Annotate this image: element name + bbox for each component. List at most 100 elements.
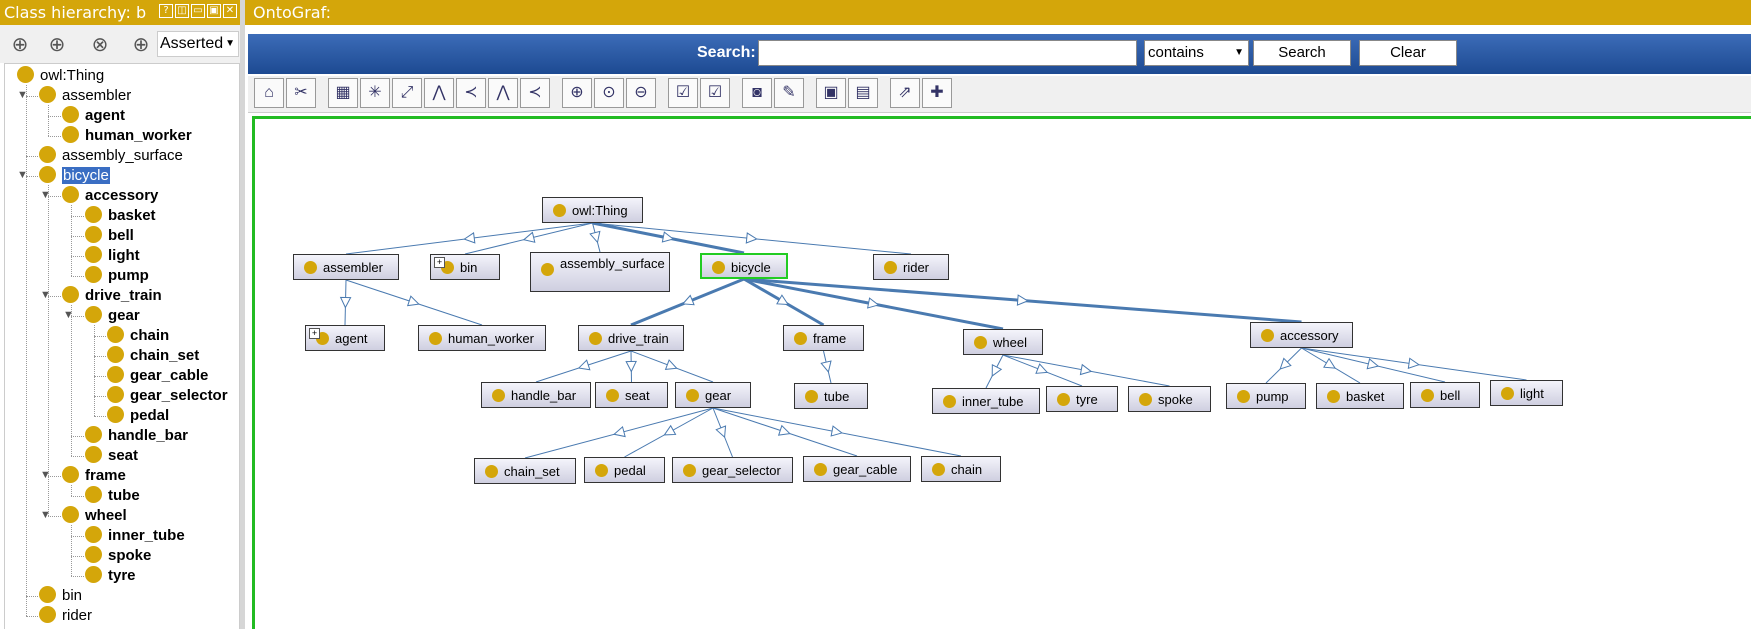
asserted-select[interactable]: Asserted ▼ <box>157 31 239 57</box>
help-icon[interactable]: ? <box>159 4 173 18</box>
tree-node[interactable]: chain <box>107 326 169 346</box>
expand-toggle-icon[interactable]: ▼ <box>63 309 74 321</box>
grid-layout-icon[interactable]: ▦ <box>328 78 358 108</box>
tree-node[interactable]: wheel <box>62 506 127 526</box>
filter-nodes-icon[interactable]: ☑ <box>668 78 698 108</box>
tree-down-layout-icon[interactable]: ⋀ <box>424 78 454 108</box>
spring-layout-icon[interactable]: ⤢ <box>392 78 422 108</box>
tree-node[interactable]: drive_train <box>62 286 162 306</box>
camera-icon[interactable]: ◙ <box>742 78 772 108</box>
graph-node[interactable]: seat <box>595 382 668 408</box>
tree-node[interactable]: chain_set <box>107 346 199 366</box>
graph-node[interactable]: +bin <box>430 254 500 280</box>
graph-node[interactable]: gear <box>675 382 751 408</box>
graph-node[interactable]: chain_set <box>474 458 576 484</box>
expand-toggle-icon[interactable]: ▼ <box>40 289 51 301</box>
horizontal-tree-layout-icon[interactable]: ≺ <box>520 78 550 108</box>
graph-node[interactable]: pedal <box>584 457 665 483</box>
home-icon[interactable]: ⌂ <box>254 78 284 108</box>
zoom-out-icon[interactable]: ⊖ <box>626 78 656 108</box>
tree-node[interactable]: gear <box>85 306 140 326</box>
graph-node[interactable]: owl:Thing <box>542 197 643 223</box>
tree-node[interactable]: bell <box>85 226 134 246</box>
tree-left-layout-icon[interactable]: ≺ <box>456 78 486 108</box>
graph-node[interactable]: basket <box>1316 383 1404 409</box>
graph-node[interactable]: accessory <box>1250 322 1353 348</box>
tree-node[interactable]: gear_selector <box>107 386 228 406</box>
delete-class-icon[interactable]: ⊗ <box>91 34 109 56</box>
graph-node[interactable]: light <box>1490 380 1563 406</box>
graph-node[interactable]: pump <box>1226 383 1306 409</box>
expand-toggle-icon[interactable]: ▼ <box>40 509 51 521</box>
tree-node[interactable]: tube <box>85 486 140 506</box>
tree-node[interactable]: assembly_surface <box>39 146 183 166</box>
search-button[interactable]: Search <box>1253 40 1351 66</box>
minimize-icon[interactable]: ▭ <box>191 4 205 18</box>
tree-node[interactable]: frame <box>62 466 126 486</box>
graph-node[interactable]: tyre <box>1046 386 1118 412</box>
graph-node[interactable]: chain <box>921 456 1001 482</box>
maximize-icon[interactable]: ▣ <box>207 4 221 18</box>
graph-node[interactable]: inner_tube <box>932 388 1040 414</box>
filter-arcs-icon[interactable]: ☑ <box>700 78 730 108</box>
split-icon[interactable]: ◫ <box>175 4 189 18</box>
tree-node[interactable]: pump <box>85 266 149 286</box>
graph-node[interactable]: frame <box>783 325 864 351</box>
graph-node[interactable]: wheel <box>963 329 1043 355</box>
graph-node[interactable]: gear_selector <box>672 457 793 483</box>
graph-node[interactable]: +agent <box>305 325 385 351</box>
tree-node[interactable]: gear_cable <box>107 366 208 386</box>
panel-divider[interactable] <box>240 0 245 629</box>
export-icon[interactable]: ⇗ <box>890 78 920 108</box>
open-folder-icon[interactable]: ▤ <box>848 78 878 108</box>
tree-node[interactable]: owl:Thing <box>17 66 104 86</box>
graph-node[interactable]: rider <box>873 254 949 280</box>
expand-plus-icon[interactable]: + <box>434 257 445 268</box>
tree-node[interactable]: light <box>85 246 140 266</box>
tree-node[interactable]: bin <box>39 586 82 606</box>
expand-toggle-icon[interactable]: ▼ <box>40 469 51 481</box>
tree-node[interactable]: bicycle <box>39 166 110 186</box>
tree-node[interactable]: rider <box>39 606 92 626</box>
tree-node[interactable]: tyre <box>85 566 136 586</box>
add-sibling-icon[interactable]: ⊕ <box>48 34 66 56</box>
graph-node[interactable]: bicycle <box>700 253 788 279</box>
graph-node[interactable]: tube <box>794 383 868 409</box>
shuffle-icon[interactable]: ✂ <box>286 78 316 108</box>
tree-node[interactable]: assembler <box>39 86 131 106</box>
graph-node[interactable]: human_worker <box>418 325 546 351</box>
tree-node[interactable]: basket <box>85 206 156 226</box>
target-icon[interactable]: ⊕ <box>132 34 150 56</box>
tree-node[interactable]: inner_tube <box>85 526 185 546</box>
tree-node[interactable]: pedal <box>107 406 169 426</box>
clear-button[interactable]: Clear <box>1359 40 1457 66</box>
zoom-fit-icon[interactable]: ⊙ <box>594 78 624 108</box>
expand-plus-icon[interactable]: + <box>309 328 320 339</box>
expand-toggle-icon[interactable]: ▼ <box>17 89 28 101</box>
graph-node[interactable]: assembler <box>293 254 399 280</box>
pin-icon[interactable]: ✚ <box>922 78 952 108</box>
vertical-tree-layout-icon[interactable]: ⋀ <box>488 78 518 108</box>
search-mode-select[interactable]: contains ▼ <box>1144 40 1249 66</box>
radial-layout-icon[interactable]: ✳ <box>360 78 390 108</box>
graph-node[interactable]: assembly_surface <box>530 252 670 292</box>
graph-node[interactable]: spoke <box>1128 386 1211 412</box>
graph-node[interactable]: bell <box>1410 382 1480 408</box>
zoom-in-icon[interactable]: ⊕ <box>562 78 592 108</box>
save-icon[interactable]: ▣ <box>816 78 846 108</box>
expand-toggle-icon[interactable]: ▼ <box>40 189 51 201</box>
graph-node[interactable]: drive_train <box>578 325 684 351</box>
close-icon[interactable]: ✕ <box>223 4 237 18</box>
tree-node[interactable]: seat <box>85 446 138 466</box>
ontograf-canvas[interactable]: owl:Thing assembler +bin assembly_surface bi… <box>252 116 1751 629</box>
tree-node[interactable]: human_worker <box>62 126 192 146</box>
search-input[interactable] <box>758 40 1137 66</box>
graph-node[interactable]: handle_bar <box>481 382 591 408</box>
tree-node[interactable]: handle_bar <box>85 426 188 446</box>
tree-node[interactable]: agent <box>62 106 125 126</box>
edit-icon[interactable]: ✎ <box>774 78 804 108</box>
tree-node[interactable]: accessory <box>62 186 158 206</box>
add-subclass-icon[interactable]: ⊕ <box>11 34 29 56</box>
tree-node[interactable]: spoke <box>85 546 151 566</box>
graph-node[interactable]: gear_cable <box>803 456 911 482</box>
